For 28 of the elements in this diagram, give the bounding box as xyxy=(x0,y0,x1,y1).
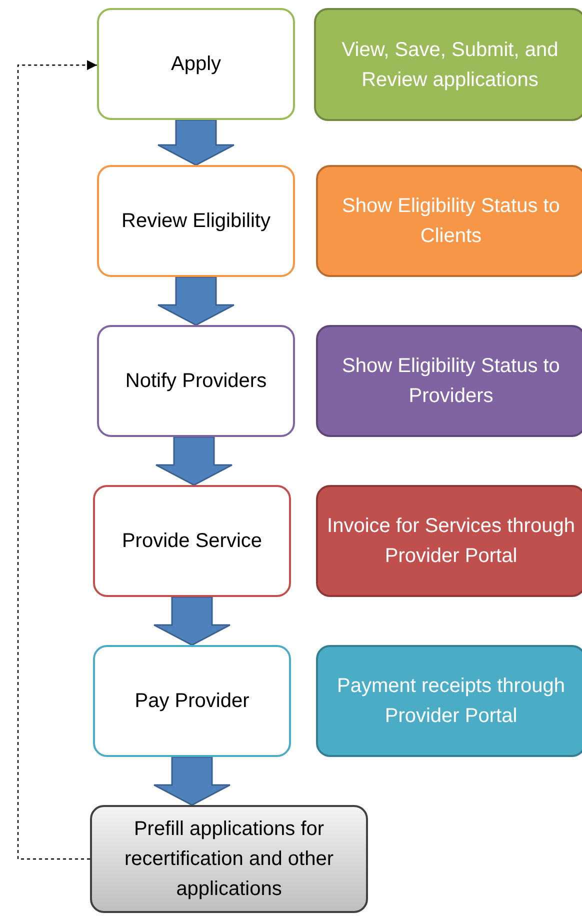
box-label: View, Save, Submit, and Review applications xyxy=(340,38,560,92)
note-box xyxy=(316,645,582,757)
note-box xyxy=(314,8,582,121)
dashed-arrow xyxy=(17,60,97,860)
note-box xyxy=(316,165,582,277)
box-label: Pay Provider xyxy=(134,689,250,714)
process-box xyxy=(97,325,295,437)
box-label: Show Eligibility Status to Clients xyxy=(341,194,561,249)
block-arrow xyxy=(157,276,235,326)
box-label: Notify Providers xyxy=(124,369,268,394)
process-box xyxy=(97,8,295,120)
process-box xyxy=(93,645,291,757)
block-arrow xyxy=(155,436,233,486)
box-label: Review Eligibility xyxy=(120,209,272,234)
process-box xyxy=(93,485,291,597)
box-label: Apply xyxy=(170,52,222,77)
box-label: Show Eligibility Status to Providers xyxy=(341,354,561,409)
block-arrow xyxy=(157,119,235,166)
block-arrow xyxy=(153,596,231,646)
note-box xyxy=(316,485,582,597)
process-box xyxy=(90,805,368,913)
box-label: Invoice for Services through Provider Portal xyxy=(326,514,576,569)
block-arrow xyxy=(153,756,231,806)
box-label: Provide Service xyxy=(120,529,264,554)
process-box xyxy=(97,165,295,277)
box-label: Payment receipts through Provider Portal xyxy=(336,674,566,729)
note-box xyxy=(316,325,582,437)
box-label: Prefill applications for recertification and other applications xyxy=(123,817,334,902)
